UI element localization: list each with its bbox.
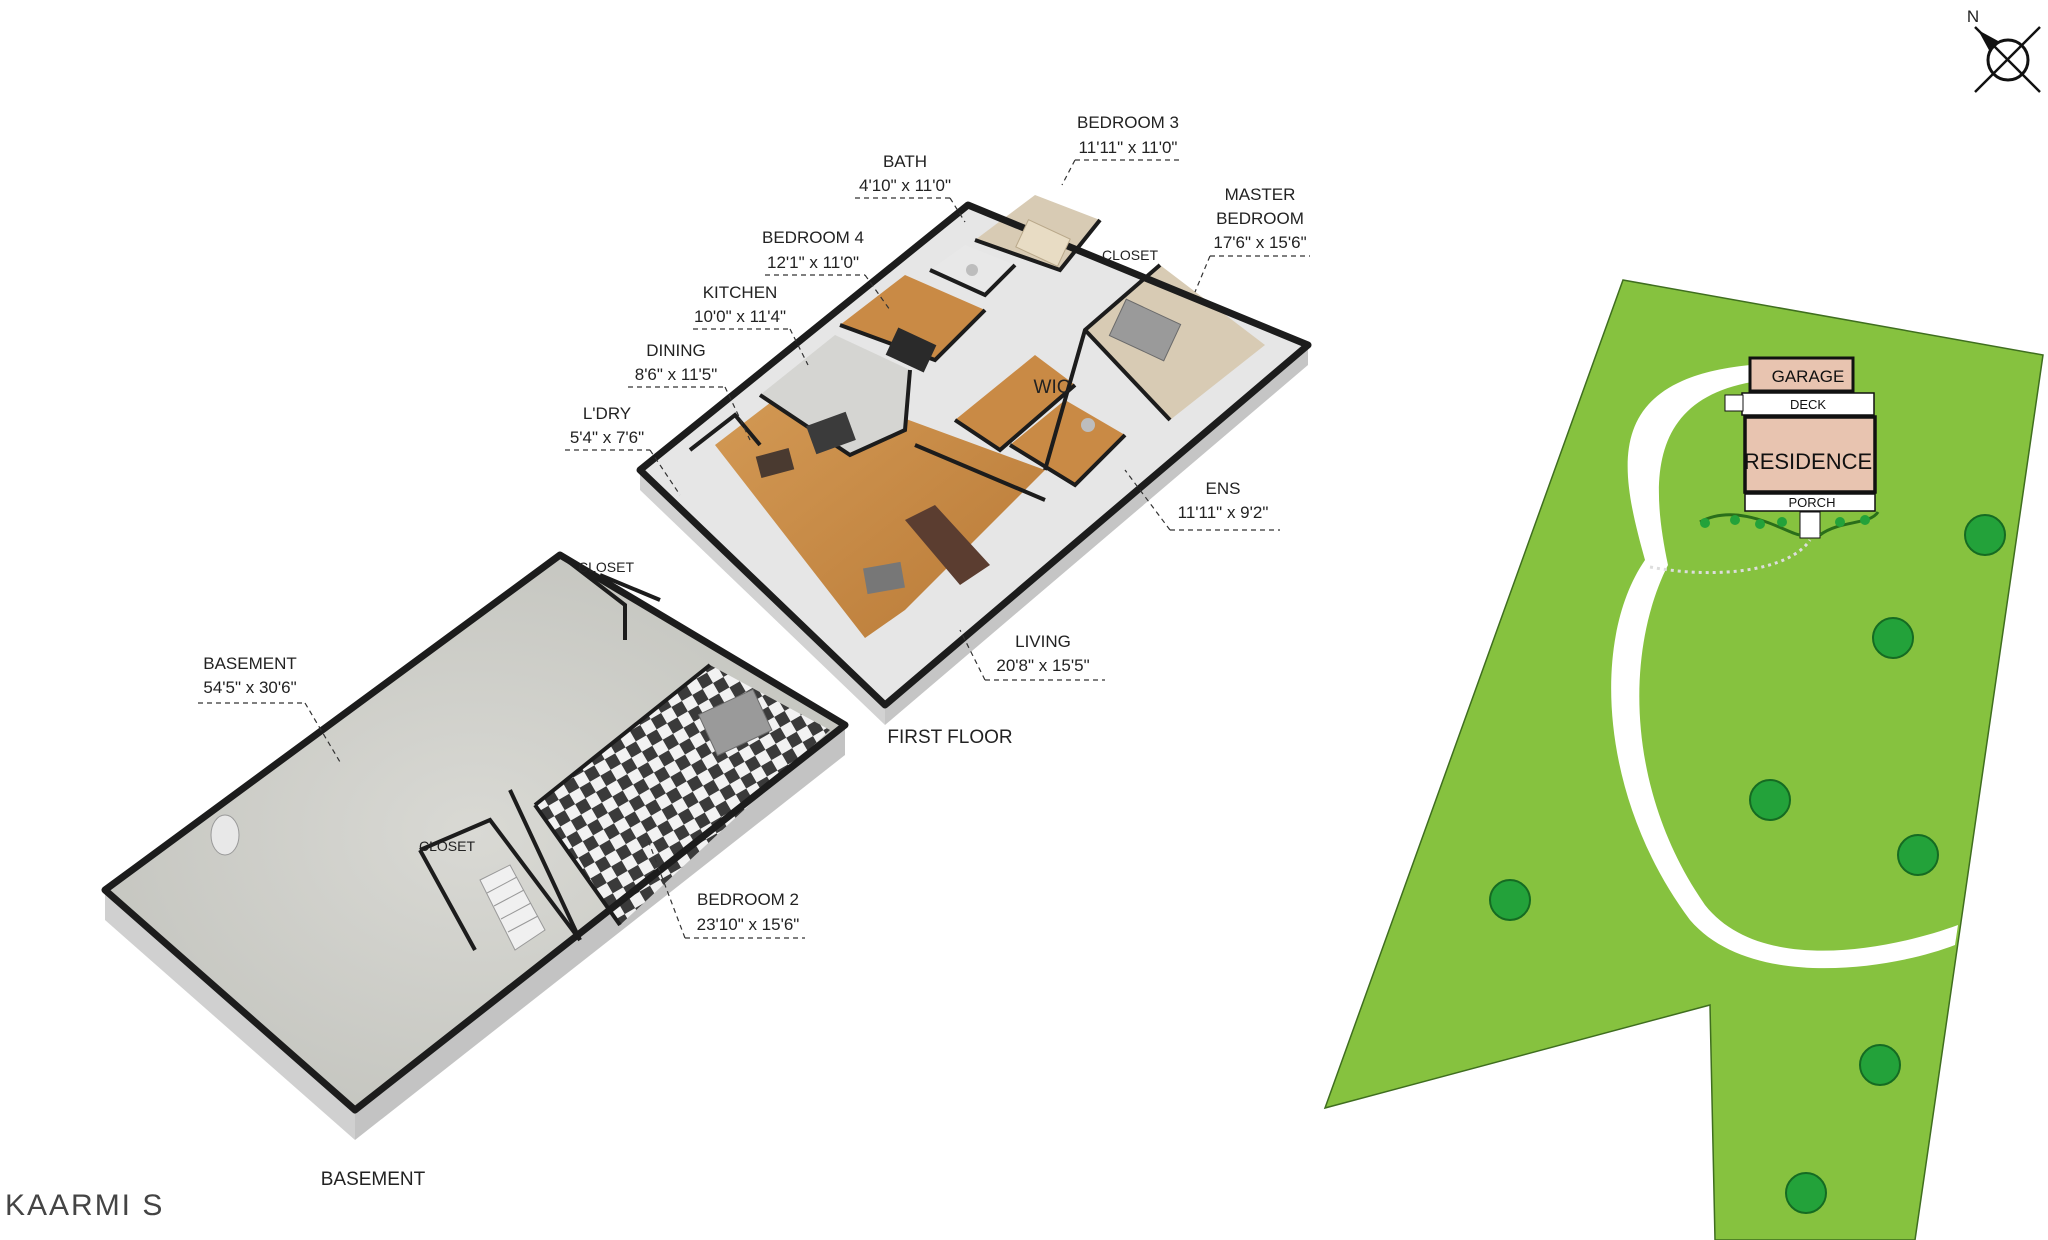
basement-dims: 54'5" x 30'6" bbox=[203, 678, 296, 697]
kitchen-island bbox=[806, 411, 856, 455]
porch bbox=[1744, 493, 1876, 512]
basement-name: BASEMENT bbox=[203, 654, 297, 673]
master-bed bbox=[1108, 298, 1182, 362]
label-master: MASTER BEDROOM 17'6" x 15'6" bbox=[1194, 185, 1310, 293]
bedroom4-floor bbox=[840, 275, 985, 360]
kitchen-dims: 10'0" x 11'4" bbox=[694, 307, 786, 326]
label-bedroom4: BEDROOM 4 12'1" x 11'0" bbox=[762, 228, 891, 311]
bedroom2-name: BEDROOM 2 bbox=[697, 890, 799, 909]
compass-icon: N bbox=[1967, 7, 2041, 93]
label-ens: ENS 11'11" x 9'2" bbox=[1124, 469, 1280, 531]
dining-table bbox=[755, 447, 795, 479]
deck-label: DECK bbox=[1790, 397, 1826, 412]
coffee-table bbox=[863, 561, 905, 595]
basement-closet2-label: CLOSET bbox=[419, 838, 475, 854]
label-living: LIVING 20'8" x 15'5" bbox=[959, 629, 1105, 681]
garage bbox=[1748, 356, 1855, 393]
living-name: LIVING bbox=[1015, 632, 1071, 651]
first-floor-outer-wall bbox=[636, 201, 1312, 709]
label-bath: BATH 4'10" x 11'0" bbox=[855, 152, 966, 223]
bath-name: BATH bbox=[883, 152, 927, 171]
sofa bbox=[905, 505, 990, 585]
living-dining-floor bbox=[715, 380, 1045, 638]
laundry-name: L'DRY bbox=[583, 404, 631, 423]
basement-floor bbox=[105, 555, 845, 1110]
first-floor-title: FIRST FLOOR bbox=[887, 727, 1012, 748]
basement-closet1-label: CLOSET bbox=[578, 559, 634, 575]
label-kitchen: KITCHEN 10'0" x 11'4" bbox=[693, 283, 809, 366]
basement-labels: CLOSET BASEMENT 54'5" x 30'6" CLOSET BED… bbox=[198, 559, 805, 1190]
bath-toilet bbox=[966, 264, 978, 276]
label-laundry: L'DRY 5'4" x 7'6" bbox=[565, 404, 681, 496]
lawn bbox=[1323, 279, 2044, 1240]
bedroom2-dims: 23'10" x 15'6" bbox=[697, 915, 800, 934]
walkway bbox=[1649, 539, 1812, 575]
dining-dims: 8'6" x 11'5" bbox=[635, 365, 718, 384]
compass-north-label: N bbox=[1967, 7, 1979, 26]
water-heater bbox=[210, 814, 240, 856]
driveway bbox=[1611, 365, 1958, 969]
residence-label: RESIDENCE bbox=[1744, 449, 1872, 474]
master-name1: MASTER bbox=[1225, 185, 1296, 204]
ens-dims: 11'11" x 9'2" bbox=[1178, 503, 1269, 522]
bedroom2-bed bbox=[697, 688, 773, 757]
bedroom4-dims: 12'1" x 11'0" bbox=[767, 253, 859, 272]
bedroom3-bed bbox=[1015, 219, 1071, 267]
garage-label: GARAGE bbox=[1772, 367, 1845, 386]
kitchen-name: KITCHEN bbox=[703, 283, 778, 302]
bedroom4-bed bbox=[885, 327, 937, 373]
label-bedroom2: BEDROOM 2 23'10" x 15'6" bbox=[647, 839, 805, 939]
wic-label: WIC bbox=[1034, 377, 1071, 398]
kitchen-floor bbox=[760, 335, 910, 455]
porch-steps bbox=[1799, 511, 1821, 539]
residence bbox=[1743, 415, 1877, 494]
bedroom4-name: BEDROOM 4 bbox=[762, 228, 864, 247]
label-bedroom3: BEDROOM 3 11'11" x 11'0" bbox=[1061, 113, 1180, 186]
brand-logo: KAARMI S bbox=[5, 1189, 164, 1222]
dining-name: DINING bbox=[646, 341, 706, 360]
first-floor-labels: BATH 4'10" x 11'0" BEDROOM 3 11'11" x 11… bbox=[565, 113, 1310, 748]
basement-title: BASEMENT bbox=[321, 1169, 426, 1190]
bedroom3-dims: 11'11" x 11'0" bbox=[1079, 138, 1178, 157]
deck-stairs bbox=[1724, 394, 1744, 412]
first-closet-label: CLOSET bbox=[1102, 247, 1158, 263]
master-dims: 17'6" x 15'6" bbox=[1213, 233, 1306, 252]
label-basement: BASEMENT 54'5" x 30'6" bbox=[198, 654, 341, 763]
label-dining: DINING 8'6" x 11'5" bbox=[628, 341, 751, 441]
first-floor-plan bbox=[636, 195, 1312, 725]
porch-label: PORCH bbox=[1789, 495, 1836, 510]
bath-dims: 4'10" x 11'0" bbox=[859, 176, 951, 195]
trees bbox=[1489, 514, 2006, 1214]
living-dims: 20'8" x 15'5" bbox=[996, 656, 1089, 675]
bedroom3-name: BEDROOM 3 bbox=[1077, 113, 1179, 132]
basement-plan bbox=[101, 551, 849, 1140]
laundry-dims: 5'4" x 7'6" bbox=[570, 428, 644, 447]
ens-name: ENS bbox=[1206, 479, 1241, 498]
wic-floor bbox=[955, 355, 1075, 450]
basement-outer-wall bbox=[101, 551, 849, 1114]
basement-stairs bbox=[479, 864, 546, 951]
site-plan: GARAGE DECK RESIDENCE PORCH bbox=[1323, 279, 2044, 1240]
ens-sink bbox=[1081, 418, 1095, 432]
master-name2: BEDROOM bbox=[1216, 209, 1304, 228]
